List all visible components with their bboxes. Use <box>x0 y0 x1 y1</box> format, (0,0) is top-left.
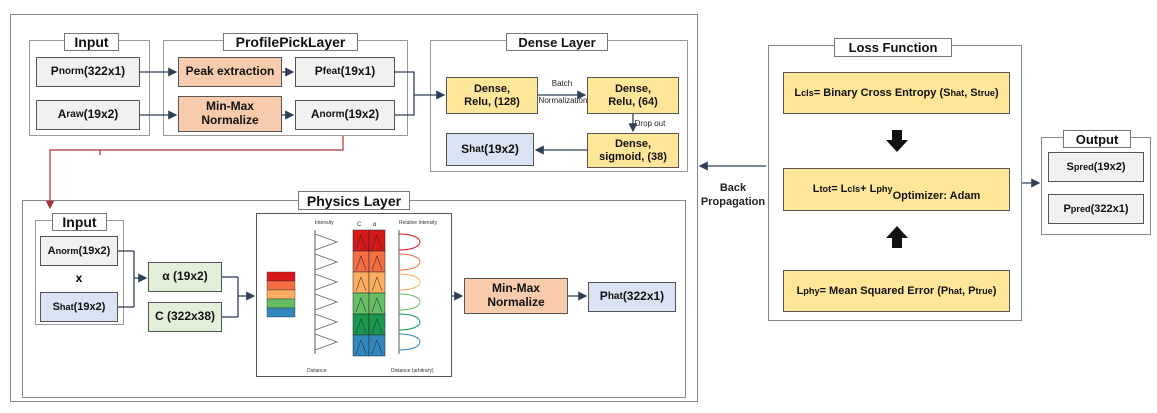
intensity-peak <box>314 333 339 351</box>
dense-64-box: Dense,Relu, (64) <box>587 77 679 114</box>
down-arrow-icon <box>886 130 908 152</box>
distance-arbitrary-label: Distance (arbitrary) <box>391 368 434 374</box>
distance-label: Distance <box>307 368 327 374</box>
loss-function-title: Loss Function <box>834 38 952 57</box>
c-matrix-peak <box>371 318 383 334</box>
dense-128-box: Dense,Relu, (128) <box>446 77 538 114</box>
c-matrix-peak <box>355 339 367 355</box>
c-matrix-peak <box>355 255 367 271</box>
c-matrix-peak <box>371 276 383 292</box>
relative-intensity-curve <box>398 273 421 291</box>
c-matrix-peak <box>371 297 383 313</box>
propagation-label: Propagation <box>700 195 766 208</box>
intensity-peak <box>314 273 339 291</box>
intensity-peak <box>314 233 339 251</box>
line-anorm-join <box>395 95 415 116</box>
dropout-label: Drop out <box>634 119 666 128</box>
profile-pick-title: ProfilePickLayer <box>223 33 358 51</box>
normalization-label: Normalization <box>538 96 588 105</box>
multiply-sign: x <box>75 271 83 285</box>
arrow-pfeat-dense <box>395 71 446 100</box>
relative-intensity-curve <box>398 293 421 311</box>
alpha-box: α (19x2) <box>148 262 222 292</box>
intensity-peak <box>314 313 339 331</box>
alpha-label: α <box>373 222 377 228</box>
relative-intensity-curve <box>398 333 421 351</box>
back-label: Back <box>719 182 747 194</box>
arrow-to-physics-input <box>45 149 100 210</box>
input-panel-title: Input <box>64 33 119 51</box>
dense-38-box: Dense,sigmoid, (38) <box>587 133 679 168</box>
relative-intensity-curve <box>398 253 421 271</box>
batch-label: Batch <box>551 79 573 88</box>
peak-extraction-box: Peak extraction <box>178 57 282 87</box>
physics-layer-title: Physics Layer <box>298 191 410 210</box>
intensity-peak <box>314 253 339 271</box>
dense-layer-title: Dense Layer <box>506 33 608 51</box>
c-matrix-peak <box>355 276 367 292</box>
alpha-stack-segment <box>266 307 296 318</box>
c-matrix-peak <box>355 318 367 334</box>
c-label: C <box>357 222 362 228</box>
c-matrix-peak <box>355 234 367 250</box>
line-anorm-down-red <box>99 136 344 155</box>
physics-input-title: Input <box>52 213 107 231</box>
c-matrix-peak <box>355 297 367 313</box>
c-matrix-peak <box>371 255 383 271</box>
c-matrix-box: C (322x38) <box>148 302 222 332</box>
up-arrow-icon <box>886 226 908 248</box>
relative-intensity-label: Relative Intensity <box>399 220 438 226</box>
c-matrix-peak <box>371 339 383 355</box>
intensity-peak <box>314 293 339 311</box>
relative-intensity-curve <box>398 233 421 251</box>
output-title: Output <box>1063 130 1131 148</box>
intensity-label: Intensity <box>315 220 334 226</box>
relative-intensity-curve <box>398 313 421 331</box>
back-propagation-label: Back Propagation <box>700 182 766 210</box>
c-matrix-peak <box>371 234 383 250</box>
